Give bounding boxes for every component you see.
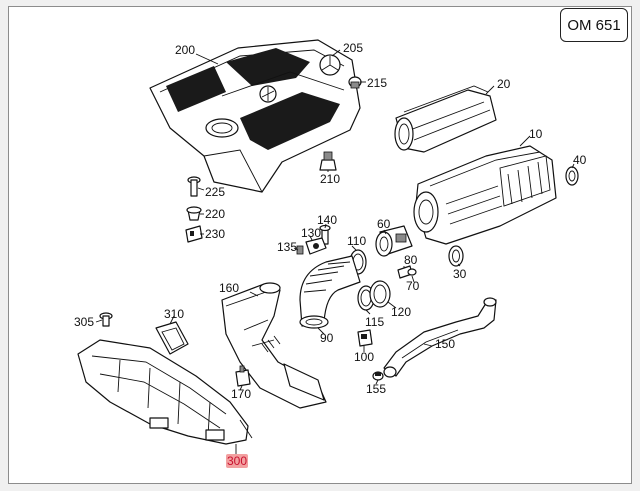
- sensor-130-part[interactable]: [305, 237, 327, 255]
- clip-305-part[interactable]: [99, 312, 113, 327]
- part-label-220[interactable]: 220: [205, 207, 225, 221]
- engine-code-badge: OM 651: [560, 8, 628, 42]
- star-emblem-part[interactable]: [319, 54, 341, 76]
- part-label-215[interactable]: 215: [367, 76, 387, 90]
- part-label-170[interactable]: 170: [231, 387, 251, 401]
- part-label-10[interactable]: 10: [529, 127, 543, 141]
- part-label-140[interactable]: 140: [317, 213, 337, 227]
- valve-100-part[interactable]: [357, 329, 373, 347]
- air-filter-element-part[interactable]: [394, 85, 497, 153]
- clip-220-part[interactable]: [186, 206, 202, 221]
- part-label-130[interactable]: 130: [301, 226, 321, 240]
- screw-70-part[interactable]: [407, 268, 417, 276]
- part-label-40[interactable]: 40: [573, 153, 587, 167]
- highlight-marker: [226, 454, 248, 468]
- part-labels: 200 205 215 20 10 40 210 225 220 230 140…: [74, 41, 587, 468]
- holder-170-part[interactable]: [235, 365, 251, 387]
- part-label-115[interactable]: 115: [365, 315, 384, 329]
- part-label-20[interactable]: 20: [497, 77, 511, 91]
- intake-duct-160-part[interactable]: [221, 282, 327, 409]
- corrugated-hose-90-part[interactable]: [299, 255, 361, 329]
- part-label-305[interactable]: 305: [74, 315, 94, 329]
- ring-30-part[interactable]: [448, 245, 464, 267]
- part-label-155[interactable]: 155: [366, 382, 386, 396]
- nut-210-part[interactable]: [319, 151, 337, 171]
- part-label-225[interactable]: 225: [205, 185, 225, 199]
- part-label-120[interactable]: 120: [391, 305, 411, 319]
- bracket-230-part[interactable]: [185, 225, 203, 243]
- part-label-80[interactable]: 80: [404, 253, 418, 267]
- part-label-160[interactable]: 160: [219, 281, 239, 295]
- part-label-150[interactable]: 150: [435, 337, 455, 351]
- grommet-215-part[interactable]: [348, 76, 362, 89]
- air-mass-sensor-part[interactable]: [375, 225, 413, 257]
- part-label-210[interactable]: 210: [320, 172, 340, 186]
- part-label-110[interactable]: 110: [347, 234, 366, 248]
- lower-air-duct-300-part[interactable]: [77, 339, 253, 445]
- part-label-135[interactable]: 135: [277, 240, 297, 254]
- part-label-205[interactable]: 205: [343, 41, 363, 55]
- part-label-30[interactable]: 30: [453, 267, 467, 281]
- leader-lines: [95, 49, 575, 454]
- part-label-90[interactable]: 90: [320, 331, 334, 345]
- part-label-200[interactable]: 200: [175, 43, 195, 57]
- clip-155-part[interactable]: [372, 371, 384, 381]
- stud-225-part[interactable]: [187, 176, 201, 197]
- part-label-300[interactable]: 300: [227, 454, 247, 468]
- air-filter-housing-part[interactable]: [413, 145, 557, 245]
- engine-cover-part[interactable]: [149, 39, 361, 193]
- part-label-100[interactable]: 100: [354, 350, 374, 364]
- part-label-60[interactable]: 60: [377, 217, 391, 231]
- clamp-120-part[interactable]: [369, 280, 391, 308]
- seal-ring-40-part[interactable]: [565, 166, 579, 186]
- hose-150-part[interactable]: [383, 297, 497, 378]
- part-label-310[interactable]: 310: [164, 307, 184, 321]
- bracket-310-part[interactable]: [155, 321, 189, 355]
- part-label-70[interactable]: 70: [406, 279, 420, 293]
- part-label-230[interactable]: 230: [205, 227, 225, 241]
